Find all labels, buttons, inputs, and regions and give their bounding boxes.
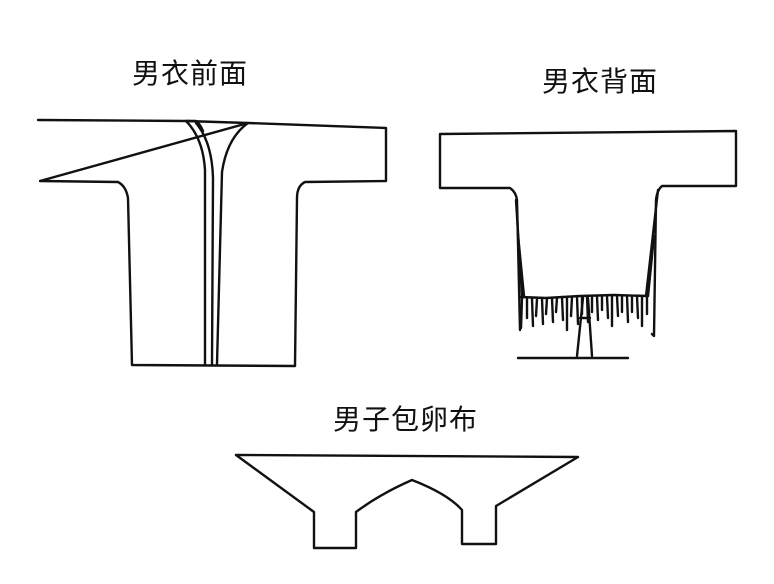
label-back-of-mens-garment: 男衣背面 xyxy=(542,65,659,98)
back-left-slant-2 xyxy=(516,233,526,298)
back-right-slant-1 xyxy=(644,188,660,298)
mens-garment-back-drawing xyxy=(438,129,738,360)
front-collar-top xyxy=(184,119,250,125)
loincloth-outline xyxy=(234,453,580,550)
front-opening-right-edge xyxy=(215,121,250,366)
front-opening-left-inner xyxy=(194,121,215,366)
label-front-of-mens-garment: 男衣前面 xyxy=(132,57,249,90)
mens-loincloth-drawing xyxy=(234,453,580,550)
back-right-slant-2 xyxy=(646,234,656,298)
label-mens-loincloth: 男子包卵布 xyxy=(333,403,479,436)
back-center-tie xyxy=(575,296,594,358)
back-fringe-strands xyxy=(519,294,649,332)
back-fringe-band xyxy=(518,293,650,300)
mens-garment-front-drawing xyxy=(36,118,388,368)
front-opening-left-edge xyxy=(184,119,207,367)
